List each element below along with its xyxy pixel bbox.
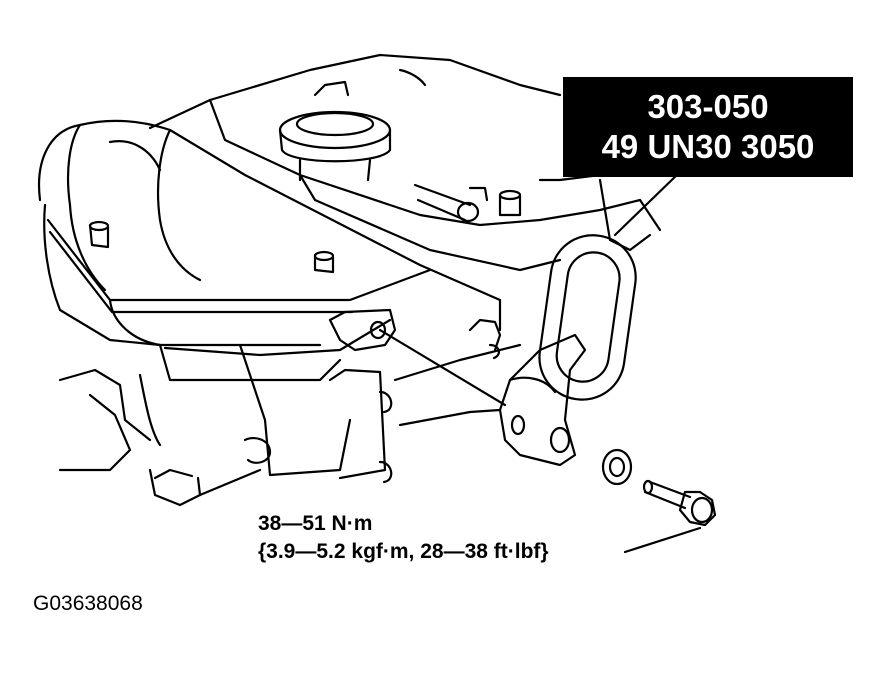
- torque-spec-metric: 38—51 N·m: [258, 512, 373, 535]
- tool-number-primary: 303-050: [647, 88, 769, 125]
- tool-number-secondary: 49 UN30 3050: [601, 128, 815, 165]
- bolt: [642, 479, 717, 527]
- engine-hanger-ring: [538, 234, 637, 401]
- tool-callout-leader: [613, 170, 682, 237]
- engine-cover-drawing: [38, 53, 662, 507]
- figure-id: G03638068: [33, 592, 143, 615]
- torque-leader: [623, 526, 702, 554]
- washer: [601, 448, 633, 486]
- torque-spec-alternate: {3.9—5.2 kgf·m, 28—38 ft·lbf}: [258, 540, 549, 563]
- alignment-line: [378, 328, 507, 407]
- lifting-bracket: [498, 333, 587, 467]
- special-tool-callout: 303-050 49 UN30 3050: [563, 77, 853, 177]
